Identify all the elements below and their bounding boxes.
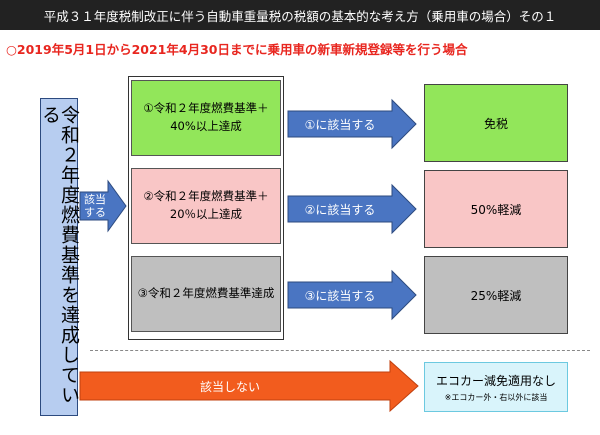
condition-1-text: ①令和２年度燃費基準＋40%以上達成 <box>143 101 269 133</box>
result-25-text: 25%軽減 <box>470 288 522 303</box>
condition-3-arrow <box>287 269 417 321</box>
condition-3-text: ③令和２年度燃費基準達成 <box>137 286 275 301</box>
result-50-box: 50%軽減 <box>424 170 568 248</box>
condition-2-arrow-label: ②に該当する <box>304 202 376 217</box>
condition-3-box: ③令和２年度燃費基準達成 <box>131 256 281 332</box>
result-25-box: 25%軽減 <box>424 256 568 334</box>
page-title: 平成３１年度税制改正に伴う自動車重量税の税額の基本的な考え方（乗用車の場合）その… <box>0 0 600 30</box>
condition-1-arrow <box>287 98 417 150</box>
applies-label: 該当する <box>84 192 106 219</box>
fuel-standard-label: 令和２年度燃費基準を達成している <box>39 105 80 405</box>
condition-1-arrow-label: ①に該当する <box>304 117 376 132</box>
eco-note-text: ※エコカー外・右以外に該当 <box>444 392 548 402</box>
eco-result-text: エコカー減免適用なし <box>435 373 556 388</box>
condition-2-box: ②令和２年度燃費基準＋20％以上達成 <box>131 168 281 244</box>
not-applicable-arrow <box>79 359 419 413</box>
eco-result-box: エコカー減免適用なし ※エコカー外・右以外に該当 <box>424 362 568 412</box>
result-exempt-text: 免税 <box>483 116 508 131</box>
result-exempt-box: 免税 <box>424 84 568 162</box>
condition-subtitle: ○2019年5月1日から2021年4月30日までに乗用車の新車新規登録等を行う場… <box>6 41 468 57</box>
separator-line <box>90 350 590 351</box>
condition-3-arrow-label: ③に該当する <box>304 288 376 303</box>
fuel-standard-box: 令和２年度燃費基準を達成している <box>39 98 80 416</box>
condition-2-arrow <box>287 183 417 235</box>
condition-1-box: ①令和２年度燃費基準＋40%以上達成 <box>131 80 281 156</box>
not-applicable-label: 該当しない <box>199 379 260 394</box>
result-50-text: 50%軽減 <box>470 202 522 217</box>
condition-2-text: ②令和２年度燃費基準＋20％以上達成 <box>143 189 269 221</box>
applies-arrow <box>79 179 127 233</box>
